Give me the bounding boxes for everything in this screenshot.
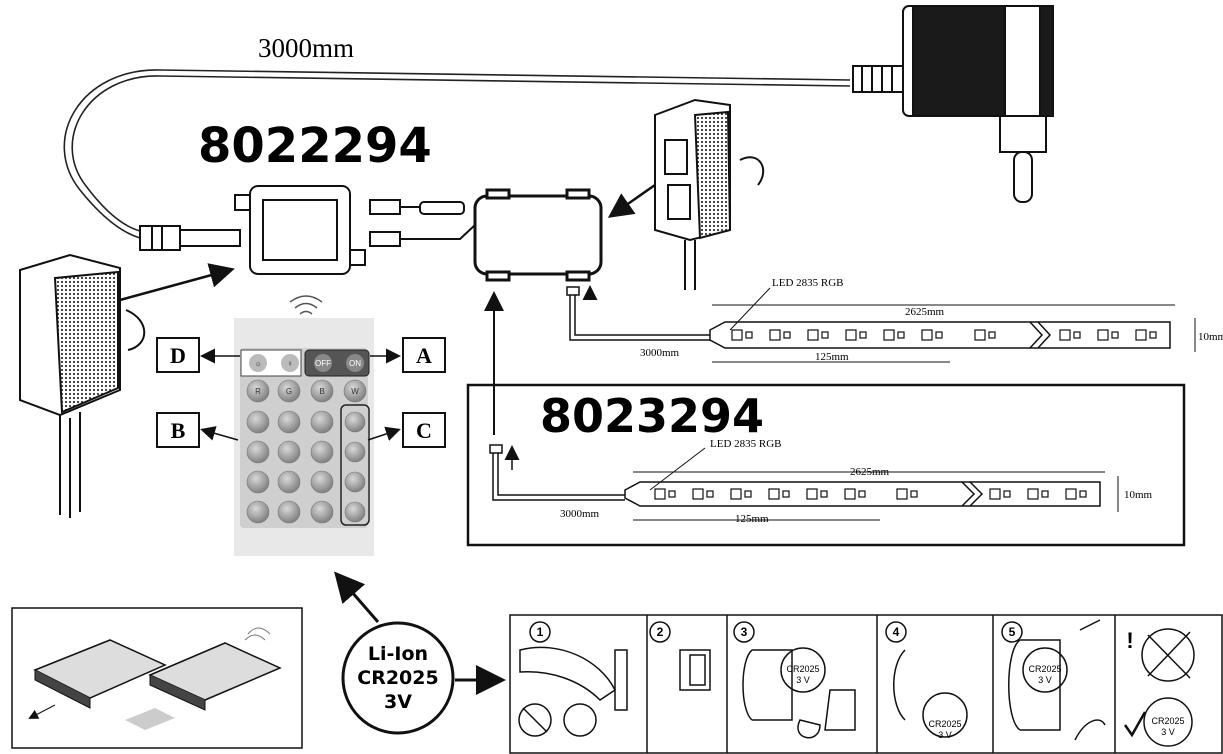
remote-key-b: B	[319, 387, 324, 396]
step-4-cell-voltage: 3 V	[938, 730, 952, 740]
callout-d-box	[156, 337, 200, 373]
mounting-clip-left	[19, 253, 146, 518]
strip-main-segment-length: 125mm	[815, 351, 849, 363]
remote-key-g: G	[286, 387, 292, 396]
strip-alt-total-length: 2625mm	[850, 466, 890, 478]
power-adapter	[852, 5, 1054, 203]
led-chips-main	[731, 329, 1157, 341]
correct-cell-label: CR2025	[1151, 716, 1184, 726]
step-5-cell-voltage: 3 V	[1038, 675, 1052, 685]
step-1-label: 1	[537, 625, 544, 639]
step-4-cell-label: CR2025	[928, 719, 961, 729]
strip-alt-led-label: LED 2835 RGB	[710, 438, 782, 450]
power-cable	[63, 69, 851, 239]
product-code-main: 8022294	[198, 118, 432, 174]
battery-model: CR2025	[357, 667, 438, 689]
callout-d-label: D	[170, 343, 186, 368]
wireless-signal-icon	[289, 295, 323, 315]
receiver-box	[473, 188, 603, 282]
step-3-cell-voltage: 3 V	[796, 675, 810, 685]
controller	[139, 185, 476, 275]
battery-voltage: 3V	[384, 691, 412, 713]
remote-key-off: OFF	[315, 359, 331, 368]
strip-main-led-label: LED 2835 RGB	[772, 277, 844, 289]
remote-tab-panel	[11, 607, 303, 749]
alt-product-frame	[466, 383, 1186, 547]
remote-key-w: W	[351, 387, 359, 396]
cable-length-label: 3000mm	[258, 33, 354, 63]
correct-cell-voltage: 3 V	[1161, 727, 1175, 737]
warning-icon: !	[1126, 628, 1133, 653]
remote-key-grid	[246, 379, 367, 524]
strip-alt-width: 10mm	[1124, 489, 1153, 501]
strip-main-lead-length: 3000mm	[640, 347, 680, 359]
strip-alt-segment-length: 125mm	[735, 513, 769, 525]
battery-type: Li-Ion	[368, 643, 428, 665]
callout-a-box	[402, 337, 446, 373]
callout-a-label: A	[416, 343, 432, 368]
remote-key-brightness-down: ♀	[287, 359, 293, 368]
remote-key-brightness-up: ☼	[254, 359, 261, 368]
battery-steps-panel	[509, 614, 1223, 754]
step-3-label: 3	[741, 625, 748, 639]
remote-key-r: R	[255, 387, 261, 396]
strip-main-total-length: 2625mm	[905, 306, 945, 318]
step-4-label: 4	[893, 625, 900, 639]
step-3-cell-label: CR2025	[786, 664, 819, 674]
callout-c-box	[402, 412, 446, 448]
step-2-label: 2	[657, 625, 664, 639]
mounting-clip-right	[654, 98, 765, 290]
step-5-cell-label: CR2025	[1028, 664, 1061, 674]
callout-c-label: C	[416, 418, 432, 443]
remote-key-on: ON	[349, 359, 361, 368]
battery-badge	[341, 621, 455, 735]
step-5-label: 5	[1009, 625, 1016, 639]
strip-alt-lead-length: 3000mm	[560, 508, 600, 520]
callout-b-box	[156, 412, 200, 448]
led-chips-alt	[654, 488, 1087, 500]
strip-main-width: 10mm	[1198, 331, 1223, 343]
product-code-alt: 8023294	[540, 389, 764, 443]
callout-b-label: B	[171, 418, 186, 443]
